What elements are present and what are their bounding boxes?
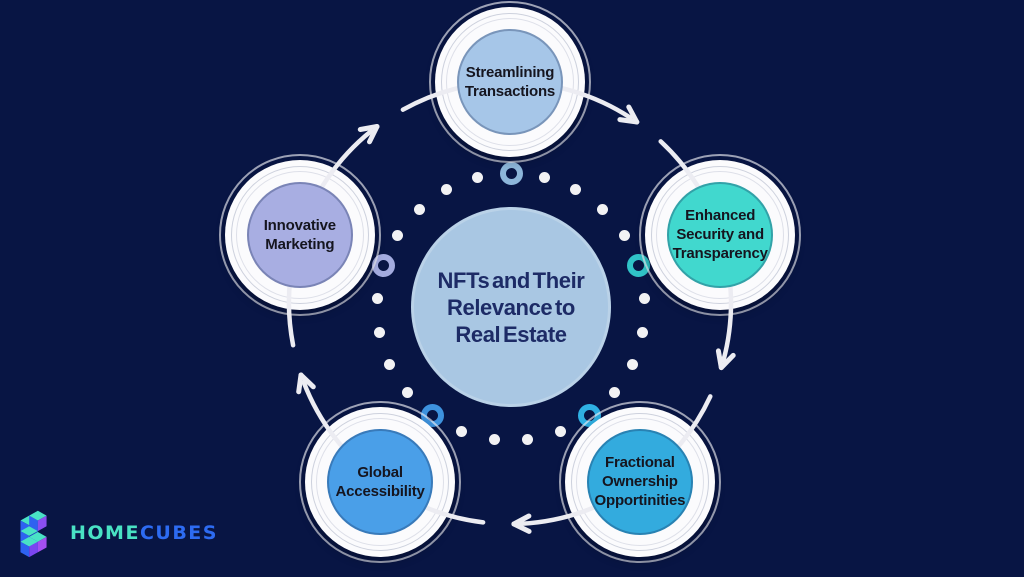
ring-dot (570, 184, 582, 196)
arrowhead-icon (298, 372, 316, 390)
ring-dot (639, 293, 651, 305)
center-title-line-3: Real Estate (455, 321, 567, 347)
node-innovative-marketing: Innovative Marketing (218, 153, 381, 316)
ring-dot (522, 434, 534, 446)
ring-dot (373, 326, 385, 338)
ring-dot (413, 203, 425, 215)
center-topic-circle: NFTs and Their Relevance to Real Estate (411, 207, 611, 407)
node-streamlining-transactions: Streamlining Transactions (429, 1, 591, 163)
node-label-enhanced-security-and-transparency: Enhanced Security and Transparency (672, 207, 768, 263)
brand-logo: HOMECUBES (10, 504, 218, 562)
ring-accent-donut (372, 254, 396, 278)
center-topic-title: NFTs and Their Relevance to Real Estate (438, 267, 585, 348)
node-fractional-ownership-opportinities: Fractional Ownership Opportinities (558, 400, 721, 563)
ring-dot (626, 358, 638, 370)
ring-dot (392, 229, 404, 241)
node-circle-fractional-ownership-opportinities: Fractional Ownership Opportinities (586, 428, 693, 535)
center-title-line-1: NFTs and Their (437, 267, 585, 293)
ring-accent-donut (499, 161, 523, 185)
center-title-line-2: Relevance to (447, 294, 575, 320)
node-label-streamlining-transactions: Streamlining Transactions (464, 64, 556, 100)
arrowhead-icon (617, 117, 640, 125)
node-circle-innovative-marketing: Innovative Marketing (246, 181, 353, 288)
logo-wordmark: HOMECUBES (70, 522, 218, 544)
arrowhead-icon (357, 124, 380, 132)
ring-dot (384, 358, 396, 370)
homecubes-logo-icon (20, 510, 47, 558)
ring-dot (618, 229, 630, 241)
node-label-innovative-marketing: Innovative Marketing (263, 216, 336, 253)
logo-text-home: HOME (70, 522, 140, 544)
ring-dot (440, 184, 452, 196)
ring-dot (472, 171, 484, 183)
arrowhead-icon (715, 348, 724, 371)
iso-cubes (20, 510, 47, 558)
ring-dot (554, 426, 566, 438)
ring-dot (371, 293, 383, 305)
logo-text-cubes: CUBES (139, 522, 218, 544)
arrowhead-icon (626, 104, 640, 125)
arrowhead-icon (718, 352, 736, 371)
node-circle-streamlining-transactions: Streamlining Transactions (457, 29, 563, 135)
node-global-accessibility: Global Accessibility (299, 400, 462, 563)
arrowhead-icon (511, 513, 532, 527)
ring-dot (608, 386, 620, 398)
arrowhead-icon (367, 124, 380, 145)
ring-dot (488, 434, 500, 446)
arrowhead-icon (296, 372, 304, 395)
ring-dot (456, 426, 468, 438)
arrowhead-icon (511, 521, 532, 534)
node-label-global-accessibility: Global Accessibility (335, 463, 425, 500)
node-enhanced-security-and-transparency: Enhanced Security and Transparency (639, 153, 802, 316)
ring-dot (402, 386, 414, 398)
node-circle-enhanced-security-and-transparency: Enhanced Security and Transparency (667, 181, 774, 288)
ring-dot (597, 203, 609, 215)
node-circle-global-accessibility: Global Accessibility (327, 428, 434, 535)
node-label-fractional-ownership-opportinities: Fractional Ownership Opportinities (594, 454, 686, 510)
ring-dot (538, 171, 550, 183)
ring-dot (637, 326, 649, 338)
